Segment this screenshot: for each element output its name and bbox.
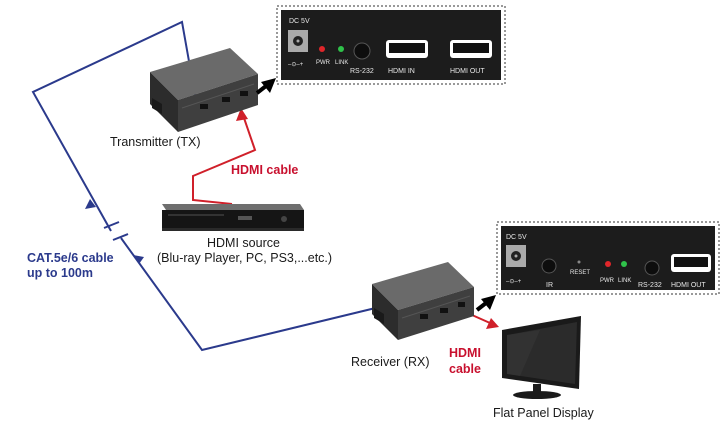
tx-link-label: LINK [335,60,348,66]
arrow-up-icon [85,199,96,209]
panel-pointers [255,78,496,312]
cable-break-marker [103,221,129,241]
tx-hdmi-out-label: HDMI OUT [450,68,485,75]
hdmi-cable-rx-label-1: HDMI [449,346,481,360]
rx-panel: DC 5V –⊙–+ IR RESET PWR LINK RS-232 HDMI… [496,221,720,295]
led-green-icon [338,46,344,52]
cat-cable-upper [31,20,196,232]
tx-pointer [255,84,268,95]
led-red-icon [605,261,611,267]
hdmi-cable-tx [192,117,257,205]
hdmi-source-title: HDMI source [207,236,280,250]
tx-panel: DC 5V –⊙–+ PWR LINK RS-232 HDMI IN HDMI … [276,5,506,85]
tx-rs232-label: RS-232 [350,68,374,75]
hdmi-source-subtitle: (Blu-ray Player, PC, PS3,...etc.) [157,251,332,265]
hdmi-cable-tx-label: HDMI cable [231,163,298,177]
tx-pointer-arrow-icon [261,78,276,93]
receiver-device [372,262,474,340]
rx-dc-label: DC 5V [506,234,527,241]
rs232-port-icon [644,260,660,276]
rx-pointer-arrow-icon [481,295,496,310]
rx-rs232-label: RS-232 [638,282,662,289]
rx-reset-label: RESET [570,270,590,276]
led-green-icon [621,261,627,267]
hdmi-cable-rx-label-2: cable [449,362,481,376]
rx-link-label: LINK [618,278,631,284]
transmitter-device [150,48,258,132]
cat-cable-lower [120,237,389,352]
hdmi-tx-arrow-icon [236,108,248,121]
rx-ir-label: IR [546,282,553,289]
hdmi-cable-rx [471,314,491,324]
transmitter-label: Transmitter (TX) [110,135,201,149]
cable-direction-arrows [85,199,144,264]
tx-pwr-label: PWR [316,60,331,66]
bluray-player [162,204,304,231]
cat-cable-label: CAT.5e/6 cable [27,251,114,265]
tx-dc-label: DC 5V [289,18,310,25]
rs232-port-icon [353,42,371,60]
receiver-label: Receiver (RX) [351,355,430,369]
svg-text:–⊙–+: –⊙–+ [288,62,304,68]
rx-pwr-label: PWR [600,278,615,284]
cat-cable-length-label: up to 100m [27,266,93,280]
rx-pointer [475,301,488,312]
hdmi-rx-arrow-icon [486,318,499,329]
cat-cable [31,20,389,352]
flat-panel-label: Flat Panel Display [493,406,594,420]
led-red-icon [319,46,325,52]
reset-button-icon [577,260,581,264]
svg-text:–⊙–+: –⊙–+ [506,279,522,285]
ir-port-icon [541,258,557,274]
arrow-down-icon [133,255,144,264]
flat-panel-display [502,316,581,399]
rx-hdmi-out-label: HDMI OUT [671,282,706,289]
tx-hdmi-in-label: HDMI IN [388,68,415,75]
